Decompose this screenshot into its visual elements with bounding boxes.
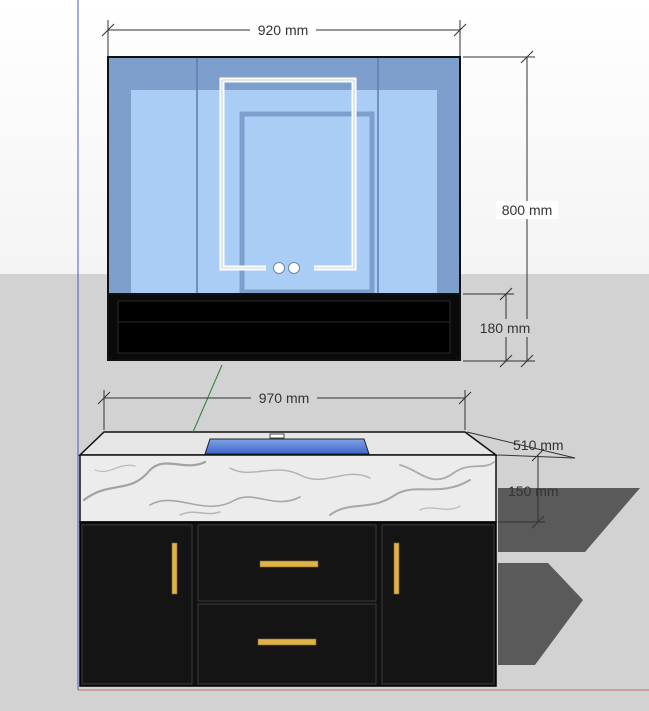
top-drawer-handle xyxy=(259,560,319,568)
mirror-glass xyxy=(107,56,461,296)
mirror-left-band xyxy=(109,58,131,294)
vanity-unit xyxy=(78,431,499,687)
mirror-top-band xyxy=(109,58,459,90)
shelf-height-label: 180 mm xyxy=(480,320,531,336)
vanity-width-label: 970 mm xyxy=(259,390,310,406)
bottom-drawer-handle xyxy=(257,638,317,646)
counter-depth-label: 510 mm xyxy=(513,437,564,453)
touch-switch-icon xyxy=(273,262,285,274)
open-shelf-inner xyxy=(117,300,451,354)
mirror-width-label: 920 mm xyxy=(258,22,309,38)
label-mask-970 xyxy=(251,389,317,407)
right-door[interactable] xyxy=(381,524,495,685)
marble-veins xyxy=(82,460,495,516)
label-mask-180 xyxy=(474,319,536,337)
right-door-handle xyxy=(393,542,400,595)
faucet-hole xyxy=(269,433,285,439)
mirror-right-band xyxy=(437,58,459,294)
vanity-shadow-upper xyxy=(498,488,640,552)
mirror-cabinet xyxy=(107,56,461,361)
mirror-reflection-frame xyxy=(239,111,375,295)
mirror-height-label: 800 mm xyxy=(502,202,553,218)
label-mask-800 xyxy=(496,201,558,219)
left-door-handle xyxy=(171,542,178,595)
counter-thickness-label: 150 mm xyxy=(508,483,559,499)
vanity-shadow-lower xyxy=(498,563,583,665)
label-mask-920 xyxy=(250,21,316,39)
led-light-strip-outline xyxy=(221,79,355,269)
sink-basin xyxy=(204,438,370,455)
defog-switch-icon xyxy=(288,262,300,274)
